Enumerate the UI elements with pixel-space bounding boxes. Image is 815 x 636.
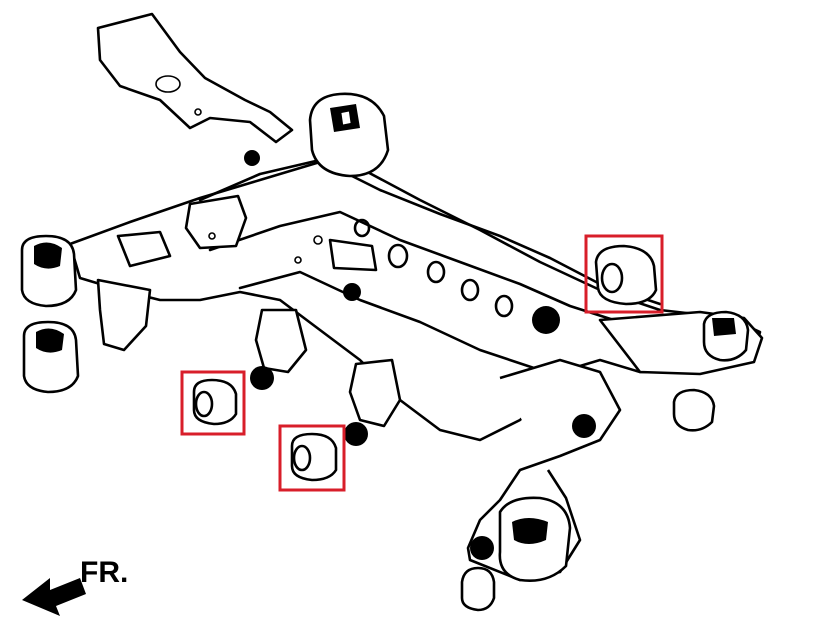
bushing-rear-right[interactable] <box>584 234 664 314</box>
left-end-bushing-lower <box>22 320 80 394</box>
bushing-front-left-upper[interactable] <box>180 370 246 436</box>
direction-label: FR. <box>80 556 128 589</box>
left-end-bushing-upper <box>20 234 78 308</box>
arm-bracket-front <box>250 308 402 446</box>
highlight-box-front-left-upper <box>180 370 246 436</box>
highlight-box-rear-right <box>584 234 664 314</box>
left-bracket <box>96 230 172 352</box>
front-direction-arrow: FR. <box>22 556 128 616</box>
subframe-body <box>68 158 762 442</box>
mount-bushing-top <box>244 92 390 178</box>
bushing-front-left-lower[interactable] <box>278 424 346 492</box>
highlight-box-front-left-lower <box>278 424 346 492</box>
right-knuckle <box>460 306 622 612</box>
heat-shield <box>96 12 294 144</box>
right-arm <box>598 310 764 432</box>
